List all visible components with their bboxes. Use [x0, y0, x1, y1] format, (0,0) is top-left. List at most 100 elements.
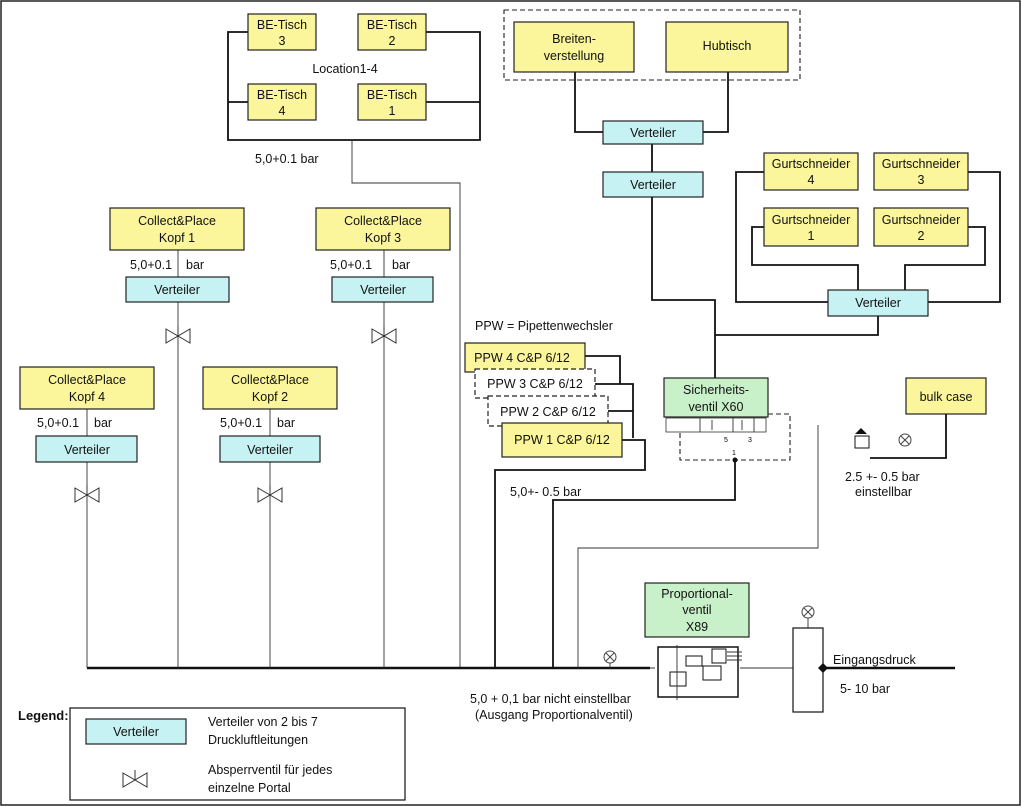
svg-text:4: 4 [808, 173, 815, 187]
svg-text:Kopf 3: Kopf 3 [365, 231, 401, 245]
input-pressure-range: 5- 10 bar [840, 682, 890, 696]
svg-text:verstellung: verstellung [544, 49, 604, 63]
svg-text:Kopf 4: Kopf 4 [69, 390, 105, 404]
svg-text:Collect&Place: Collect&Place [344, 214, 422, 228]
collect-place-kopf-3 [315, 207, 451, 251]
svg-text:Gurtschneider: Gurtschneider [882, 213, 961, 227]
be-tisch-pressure: 5,0+0.1 bar [255, 152, 319, 166]
svg-text:Verteiler: Verteiler [855, 296, 901, 310]
svg-text:Verteiler: Verteiler [113, 725, 159, 739]
legend-verteiler [85, 718, 187, 745]
bulk-case-group: bulk case 2.5 +- 0.5 bar einstellbar [577, 377, 987, 668]
ppw-1 [501, 422, 623, 458]
svg-text:Verteiler von 2 bis 7: Verteiler von 2 bis 7 [208, 715, 318, 729]
svg-text:Verteiler: Verteiler [360, 283, 406, 297]
svg-text:5,0+0.1: 5,0+0.1 [330, 258, 372, 272]
gauge-icon [898, 433, 912, 447]
svg-text:Legend:: Legend: [18, 708, 69, 723]
svg-text:1: 1 [389, 104, 396, 118]
svg-text:PPW 4 C&P 6/12: PPW 4 C&P 6/12 [474, 351, 570, 365]
svg-text:3: 3 [279, 34, 286, 48]
pressure-regulator-icon [854, 428, 870, 449]
proportional-valve-symbol-icon [657, 645, 742, 700]
svg-text:Sicherheits-: Sicherheits- [683, 383, 749, 397]
breiten-hubtisch-group: Breiten- verstellung Hubtisch Verteiler … [503, 9, 879, 378]
gurtschneider-group: Gurtschneider 4 Gurtschneider 3 Gurtschn… [735, 152, 1001, 317]
svg-text:PPW 2 C&P 6/12: PPW 2 C&P 6/12 [500, 405, 596, 419]
location-label: Location1-4 [312, 62, 377, 76]
svg-text:2.5 +- 0.5 bar: 2.5 +- 0.5 bar [845, 470, 920, 484]
gurtschneider-3 [873, 152, 969, 191]
svg-text:bar: bar [186, 258, 204, 272]
svg-text:Collect&Place: Collect&Place [231, 373, 309, 387]
svg-text:2: 2 [918, 229, 925, 243]
be-tisch-3 [247, 13, 317, 51]
svg-text:3: 3 [748, 437, 752, 444]
gauge-icon [603, 650, 617, 664]
svg-text:ventil X60: ventil X60 [689, 400, 744, 414]
gurtschneider-4 [763, 152, 859, 191]
svg-text:Hubtisch: Hubtisch [703, 39, 752, 53]
svg-text:Gurtschneider: Gurtschneider [772, 157, 851, 171]
svg-text:5: 5 [724, 437, 728, 444]
verteiler-kopf-4 [35, 435, 138, 463]
svg-text:bar: bar [277, 416, 295, 430]
svg-text:Kopf 1: Kopf 1 [159, 231, 195, 245]
svg-text:Druckluftleitungen: Druckluftleitungen [208, 733, 308, 747]
svg-text:PPW 3 C&P 6/12: PPW 3 C&P 6/12 [487, 377, 583, 391]
svg-text:Verteiler: Verteiler [64, 443, 110, 457]
ppw-pressure: 5,0+- 0.5 bar [510, 485, 581, 499]
svg-text:2: 2 [389, 34, 396, 48]
gurtschneider-2 [873, 207, 969, 247]
verteiler-kopf-1 [125, 276, 230, 303]
verteiler-top-1 [602, 120, 704, 145]
svg-text:Verteiler: Verteiler [247, 443, 293, 457]
sicherheitsventil-x60: Sicherheits- ventil X60 5 3 1 [552, 377, 791, 668]
svg-text:PPW 1 C&P 6/12: PPW 1 C&P 6/12 [514, 433, 610, 447]
svg-text:(Ausgang Proportionalventil): (Ausgang Proportionalventil) [475, 708, 633, 722]
ppw-group: PPW = Pipettenwechsler PPW 4 C&P 6/12 PP… [464, 319, 646, 668]
svg-text:1: 1 [808, 229, 815, 243]
breitenverstellung [513, 21, 635, 73]
be-tisch-1 [357, 83, 427, 121]
svg-text:BE-Tisch: BE-Tisch [367, 88, 417, 102]
proportional-valve-x89: Proportional- ventil X89 5,0 + 0,1 bar n… [470, 582, 955, 722]
svg-text:5,0 + 0,1 bar nicht einstellba: 5,0 + 0,1 bar nicht einstellbar [470, 692, 631, 706]
svg-text:5,0+0.1: 5,0+0.1 [220, 416, 262, 430]
collect-place-kopf-1 [109, 207, 245, 251]
svg-text:Proportional-: Proportional- [661, 587, 733, 601]
filter-unit [792, 627, 824, 713]
svg-text:1: 1 [732, 450, 736, 457]
gurtschneider-1 [763, 207, 859, 247]
svg-text:ventil: ventil [682, 603, 711, 617]
svg-text:bulk case: bulk case [920, 390, 973, 404]
svg-text:Gurtschneider: Gurtschneider [882, 157, 961, 171]
ppw-3 [474, 368, 596, 399]
svg-text:einzelne Portal: einzelne Portal [208, 781, 291, 795]
svg-text:X89: X89 [686, 620, 708, 634]
verteiler-kopf-2 [219, 435, 321, 463]
svg-text:BE-Tisch: BE-Tisch [257, 18, 307, 32]
legend: Legend: Verteiler Verteiler von 2 bis 7 … [18, 707, 406, 801]
verteiler-gurtschneider [827, 289, 929, 317]
svg-text:4: 4 [279, 104, 286, 118]
svg-text:einstellbar: einstellbar [855, 485, 912, 499]
verteiler-kopf-3 [331, 276, 434, 303]
be-tisch-group: BE-Tisch 3 BE-Tisch 2 Location1-4 BE-Tis… [227, 13, 481, 668]
svg-text:bar: bar [392, 258, 410, 272]
svg-text:Breiten-: Breiten- [552, 32, 596, 46]
svg-text:Collect&Place: Collect&Place [48, 373, 126, 387]
gauge-icon [801, 605, 815, 619]
svg-text:Collect&Place: Collect&Place [138, 214, 216, 228]
svg-text:Verteiler: Verteiler [154, 283, 200, 297]
svg-text:5,0+0.1: 5,0+0.1 [130, 258, 172, 272]
svg-text:Gurtschneider: Gurtschneider [772, 213, 851, 227]
input-pressure-label: Eingangsdruck [833, 653, 916, 667]
ppw-2 [487, 395, 609, 427]
svg-text:5,0+0.1: 5,0+0.1 [37, 416, 79, 430]
verteiler-top-2 [602, 171, 704, 198]
svg-text:Absperrventil für jedes: Absperrventil für jedes [208, 763, 332, 777]
svg-text:Verteiler: Verteiler [630, 178, 676, 192]
